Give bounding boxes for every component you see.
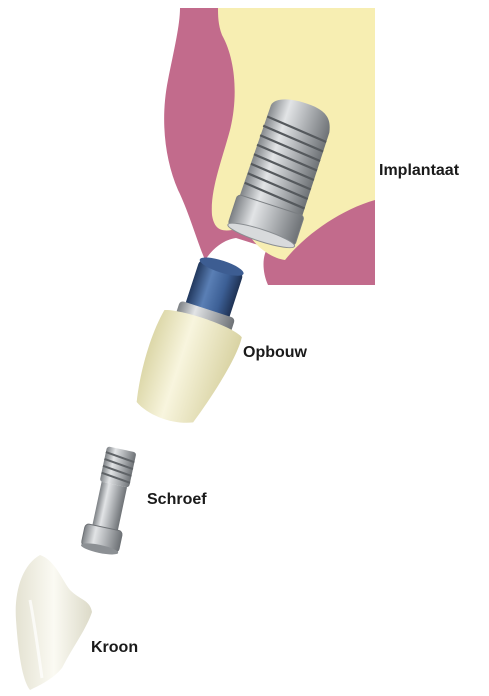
screw <box>80 445 139 557</box>
abutment <box>129 247 263 434</box>
label-implantaat: Implantaat <box>379 163 459 179</box>
label-schroef: Schroef <box>147 492 207 508</box>
screw-shaft <box>92 482 127 532</box>
label-kroon: Kroon <box>91 640 138 656</box>
crown-body <box>16 555 92 690</box>
crown <box>16 555 92 690</box>
label-opbouw: Opbouw <box>243 345 307 361</box>
